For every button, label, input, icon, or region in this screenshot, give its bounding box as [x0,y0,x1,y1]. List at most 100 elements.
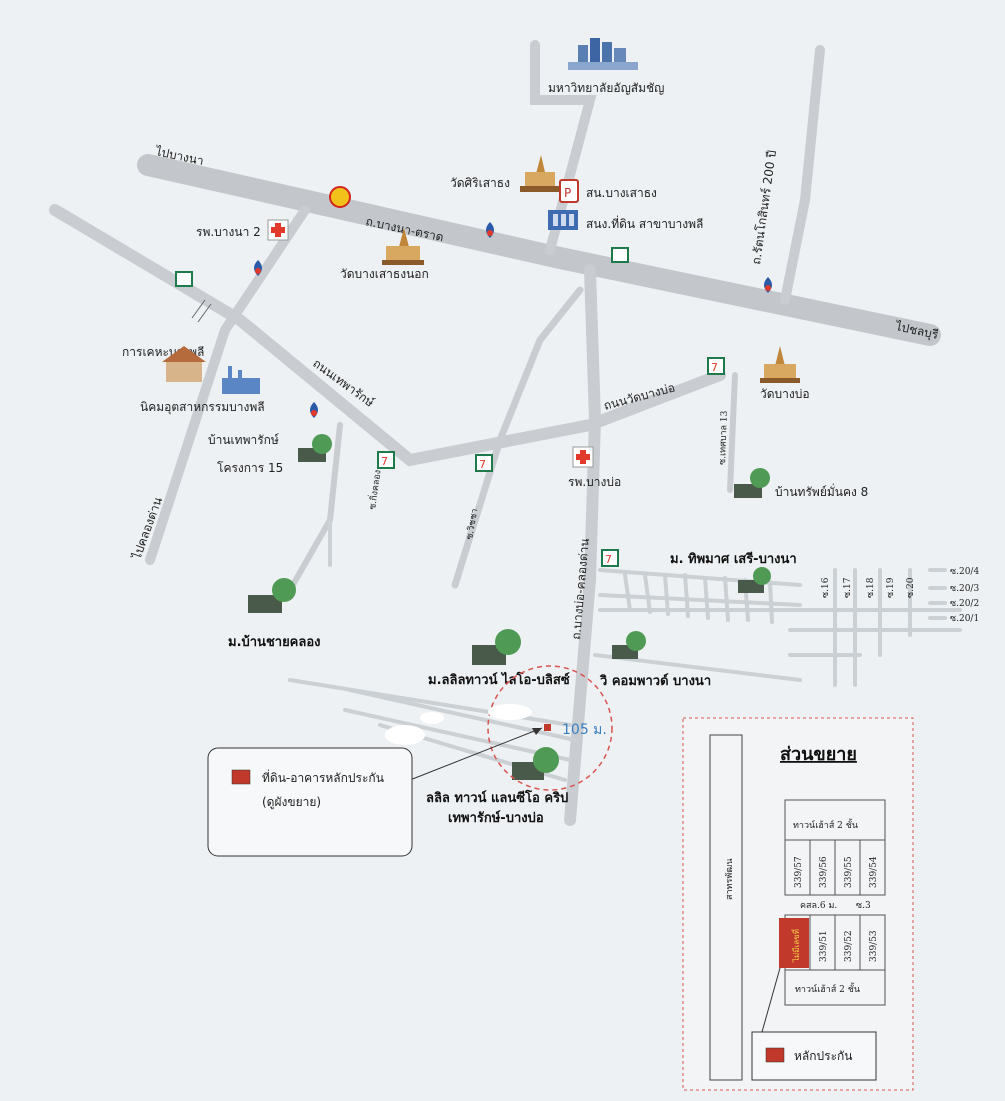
arrow-head [532,728,542,735]
label-hospital-bangna2: รพ.บางนา 2 [196,225,261,239]
label-ban-thepharak: บ้านเทพารักษ์ [208,433,279,447]
label-industrial-bangphli: นิคมอุตสาหกรรมบางพลี [140,400,265,415]
ptt-icon [310,402,318,418]
seven-eleven-icon: 7 [377,451,395,469]
road-university [530,40,597,255]
soi-label: ซ.18 [866,577,876,598]
inset-bottom-row-label: ทาวน์เฮ้าส์ 2 ชั้น [795,982,860,995]
soi-label: ซ.20 [906,577,916,598]
legend-line2: (ดูผังขยาย) [262,795,321,810]
label-wat-bangbo: วัดบางบ่อ [760,387,810,401]
temple-icon [760,346,800,383]
inset-road-label: คสล.6 ม. [800,901,837,911]
inset-subject-unit [779,918,809,968]
house-icon [162,346,206,382]
svg-text:7: 7 [479,458,486,471]
inset-side-road: สาทรพัฒน [725,858,735,900]
label-wat-sirisaothong: วัดศิริเสาธง [450,176,510,190]
svg-text:7: 7 [381,455,388,468]
label-m-thipphamat: ม. ทิพมาศ เสรี-บางนา [670,551,797,567]
ptt-icon [486,222,494,238]
seven-eleven-icon: 7 [707,357,725,375]
village-icon [298,434,332,462]
inset-unit: 339/52 [844,930,854,962]
label-police: สน.บางเสาธง [586,186,657,200]
road-wi-compound [593,653,802,682]
label-university: มหาวิทยาลัยอัญสัมชัญ [548,81,664,95]
soi-label: ซ.16 [821,577,831,598]
rail-crossing-icon [191,299,212,323]
village-icon [612,631,646,659]
hospital-icon [267,219,289,241]
bank-icon [175,271,193,287]
road-soi-thetsaban13 [727,372,738,493]
label-land-office: สนง.ที่ดิน สาขาบางพลี [586,215,703,231]
inset-unit: 339/56 [819,856,829,888]
label-wi-condo: วิ คอมพาวด์ บางนา [599,673,711,689]
village-icon [512,747,559,780]
village-icon [472,629,521,665]
seven-eleven-icon: 7 [601,549,619,567]
road-bangna-trad [137,154,941,346]
inset-legend-swatch [765,1047,785,1063]
legend-box: ที่ดิน-อาคารหลักประกัน (ดูผังขยาย) [207,747,413,857]
soi-label: ซ.20/2 [950,599,979,609]
road-bangbo-khlongdan [564,264,602,826]
road-label-soi-wichai: ซ.วิชชา [464,508,480,541]
label-m-ban-chai-khlong: ม.บ้านชายคลอง [228,634,321,650]
pointer-arrow [409,727,543,781]
inset-legend-label: หลักประกัน [794,1049,853,1063]
shell-icon [329,186,351,208]
label-wat-bangsaothong-nok: วัดบางเสาธงนอก [340,267,429,281]
seven-eleven-icon: 7 [475,454,493,472]
road-label-soi-thetsaban13: ซ.เทศบาล 13 [718,410,730,465]
ptt-icon [764,277,772,293]
label-ban-sap-mankhong: บ้านทรัพย์มั่นคง 8 [775,483,868,499]
distance-label: 105 ม. [562,722,607,738]
label-lalin-line1: ลลิล ทาวน์ แลนซีโอ คริป [426,789,568,806]
village-icon [738,567,771,593]
hospital-icon [572,446,594,468]
label-lalin-line2: เทพารักษ์-บางบ่อ [448,810,544,826]
soi-label: ซ.20/1 [950,614,979,624]
road-soi-wichai [451,286,584,589]
label-ban-thepharak-project: โครงการ 15 [217,461,283,475]
temple-icon [520,155,560,192]
land-office-icon [548,210,578,230]
svg-text:P: P [564,186,571,200]
subject-radius-circle [487,665,613,791]
legend-swatch [231,769,251,785]
road-rattanakosin [780,45,825,305]
legend-line1: ที่ดิน-อาคารหลักประกัน [262,769,384,785]
soi-label: ซ.20/3 [950,584,979,594]
university-icon [568,38,638,70]
inset-unit: 339/57 [794,856,804,888]
svg-text:7: 7 [711,361,718,374]
temple-icon [382,228,424,265]
ptt-icon [254,260,262,276]
bank-icon [611,247,629,263]
subject-marker [544,724,551,731]
blank-patch [385,725,425,745]
factory-icon [222,366,260,394]
inset-soi: ซ.3 [856,901,871,911]
inset-unit: 339/51 [819,930,829,962]
label-hospital-bangbo: รพ.บางบ่อ [568,475,621,489]
village-icon [248,578,296,613]
inset-unit: 339/55 [844,856,854,888]
svg-text:7: 7 [605,553,612,566]
inset-title: ส่วนขยาย [780,744,857,765]
inset-panel: ส่วนขยาย สาทรพัฒน ทาวน์เฮ้าส์ 2 ชั้น 339… [682,717,914,1091]
soi-label: ซ.20/4 [950,567,979,577]
soi-label: ซ.17 [843,577,853,598]
label-m-lalin-town: ม.ลลิลทาวน์ ไลโอ-บลิสซ์ [428,671,570,688]
soi-label: ซ.19 [886,577,896,598]
blank-patch [420,712,444,724]
soi-labels: ซ.16 ซ.17 ซ.18 ซ.19 ซ.20 ซ.20/4 ซ.20/3 ซ… [821,567,979,624]
blank-patch [488,704,532,720]
police-icon: P [559,179,579,203]
village-icon [734,468,770,498]
inset-unit: 339/53 [869,930,879,962]
inset-top-row-label: ทาวน์เฮ้าส์ 2 ชั้น [793,818,858,831]
